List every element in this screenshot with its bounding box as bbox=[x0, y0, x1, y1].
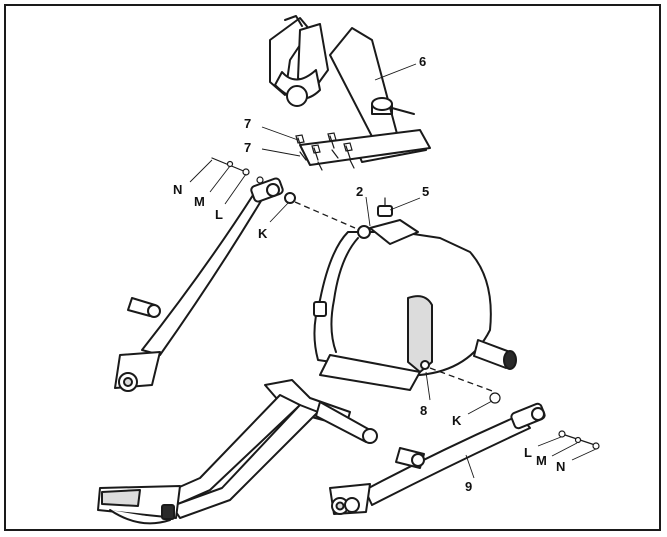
diagram-frame bbox=[4, 4, 661, 531]
leader-part-5 bbox=[389, 197, 421, 211]
callout-N-left: N bbox=[173, 182, 182, 197]
callout-5: 5 bbox=[422, 184, 429, 199]
leader-part-L-right bbox=[537, 436, 562, 447]
leader-part-2 bbox=[365, 196, 371, 227]
callout-7b: 7 bbox=[244, 140, 251, 155]
callout-N-right: N bbox=[556, 459, 565, 474]
right-lower-arm bbox=[329, 392, 600, 515]
leader-part-M-right bbox=[551, 442, 578, 457]
callout-9: 9 bbox=[465, 479, 472, 494]
callout-L-right: L bbox=[524, 445, 532, 460]
leader-part-N-right bbox=[571, 448, 597, 461]
main-frame-housing bbox=[313, 197, 517, 391]
leader-part-6 bbox=[374, 63, 417, 81]
rail-frame bbox=[97, 379, 378, 525]
alignment-line-lower bbox=[429, 367, 496, 393]
leader-part-7b bbox=[261, 148, 301, 157]
leader-part-L-left bbox=[224, 173, 247, 205]
leader-part-M-left bbox=[209, 165, 231, 193]
left-upper-arm bbox=[114, 157, 296, 392]
callout-M-right: M bbox=[536, 453, 547, 468]
handlebar-mast-assembly bbox=[269, 15, 431, 166]
leader-part-9 bbox=[465, 454, 475, 479]
callout-K-left: K bbox=[258, 226, 268, 241]
leader-part-K-right bbox=[467, 400, 493, 415]
leader-part-7a bbox=[261, 126, 299, 141]
callout-K-right: K bbox=[452, 413, 462, 428]
leader-part-8 bbox=[425, 371, 431, 401]
leader-part-N-left bbox=[189, 159, 213, 183]
callout-8: 8 bbox=[420, 403, 427, 418]
mast-bolts bbox=[295, 132, 355, 171]
leader-part-K-left bbox=[269, 201, 290, 223]
callout-M-left: M bbox=[194, 194, 205, 209]
callout-7a: 7 bbox=[244, 116, 251, 131]
callout-2: 2 bbox=[356, 184, 363, 199]
alignment-line-upper bbox=[294, 201, 356, 229]
callout-6: 6 bbox=[419, 54, 426, 69]
callout-L-left: L bbox=[215, 207, 223, 222]
